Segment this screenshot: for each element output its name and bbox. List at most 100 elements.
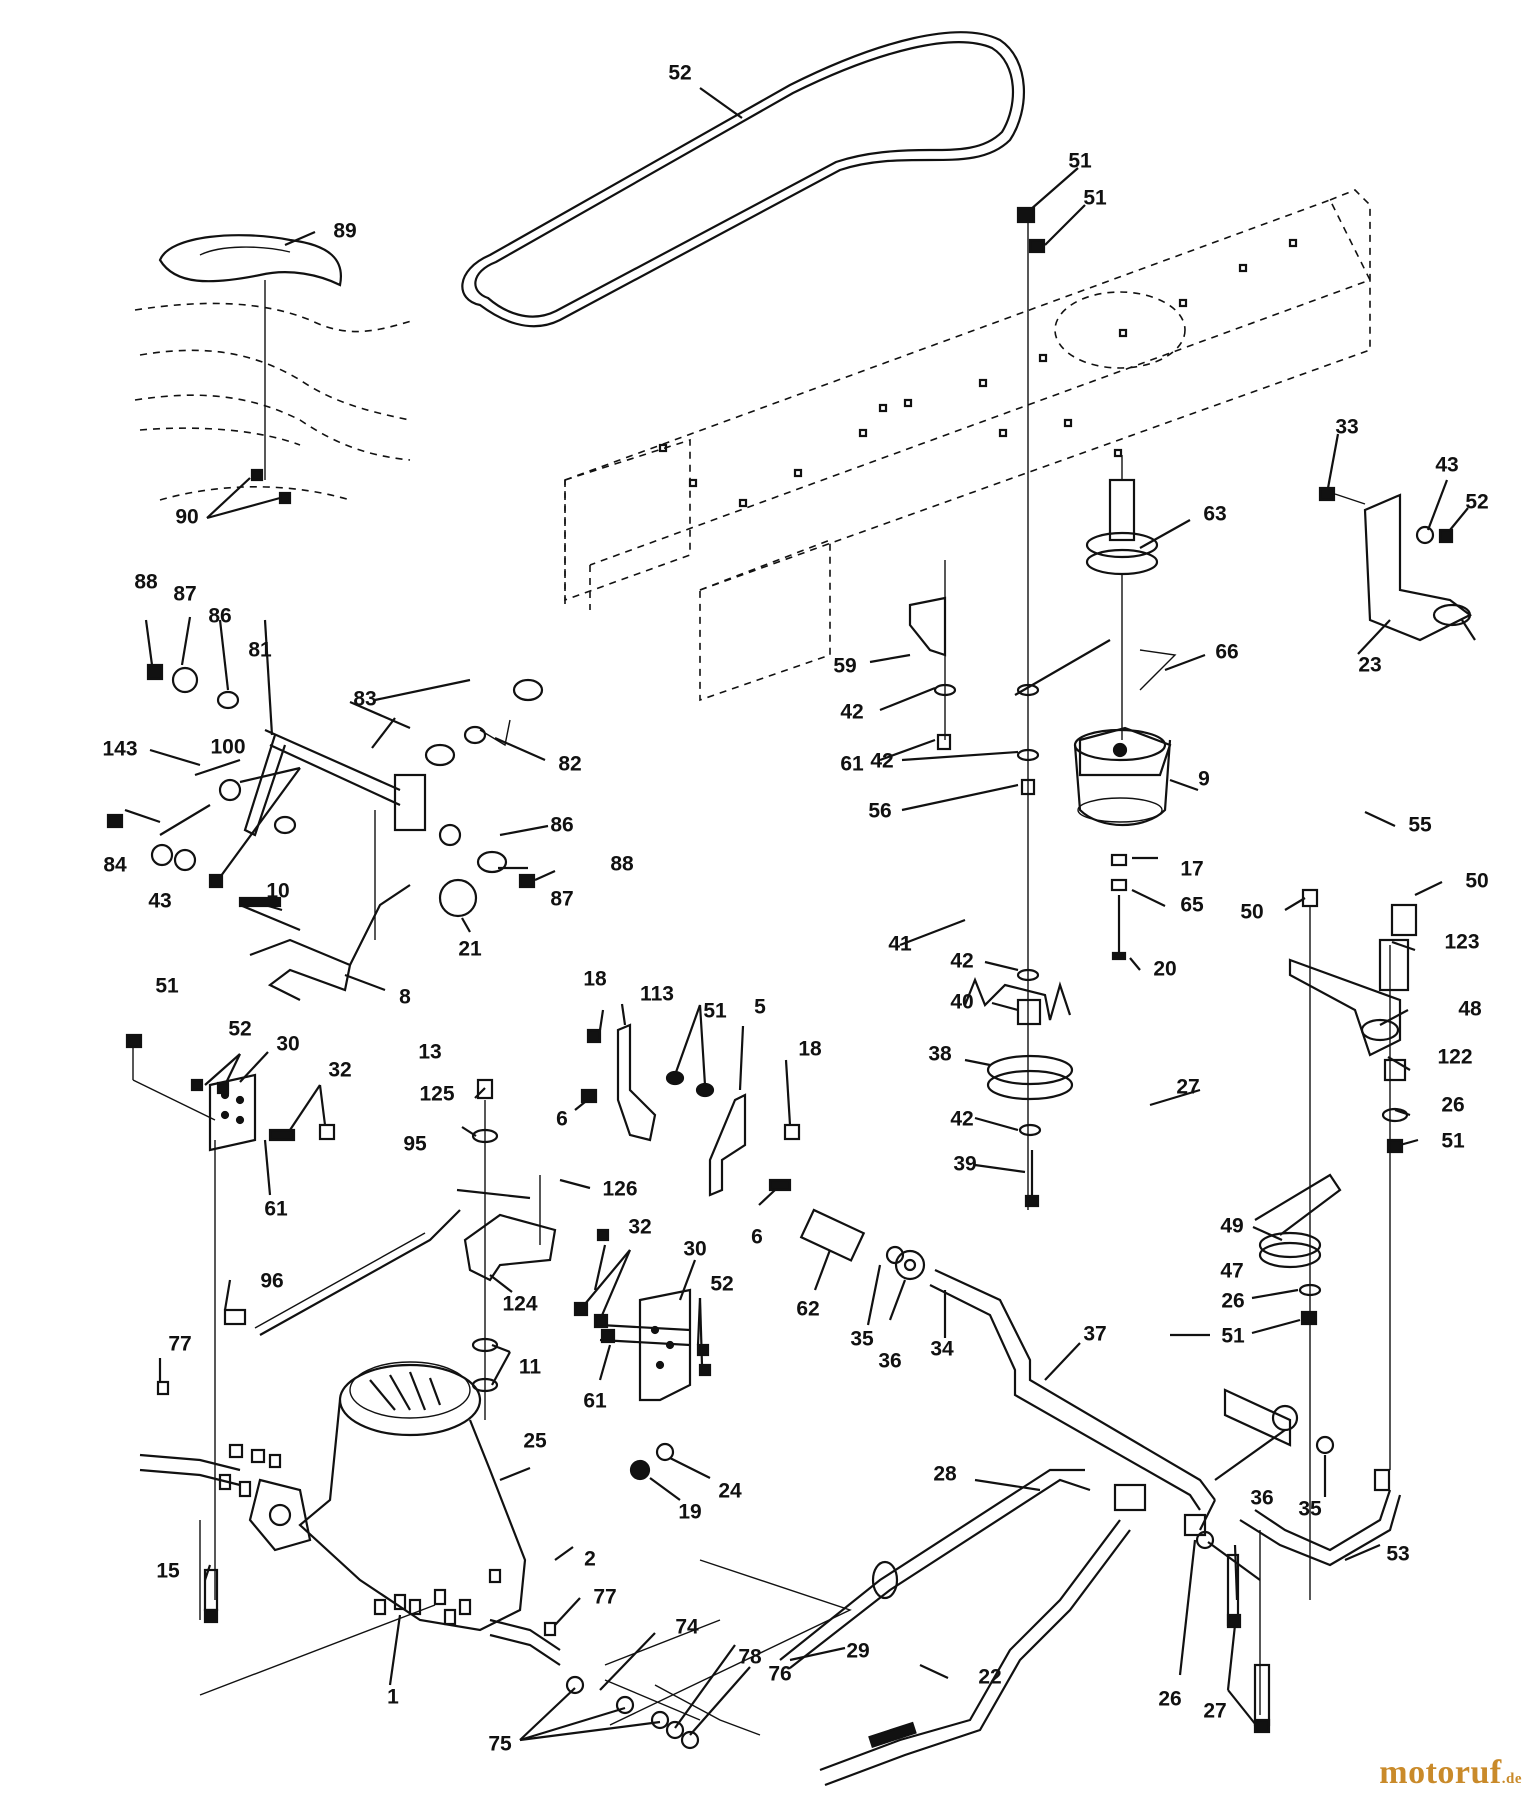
- label-51-a: 51: [1068, 150, 1092, 173]
- label-43-a: 43: [1435, 454, 1458, 477]
- label-86-a: 86: [208, 605, 231, 628]
- label-125: 143: [102, 738, 137, 761]
- label-51-b: 51: [1083, 187, 1107, 210]
- misc-brackets: [908, 560, 1177, 1021]
- label-26-a: 26: [1441, 1094, 1464, 1117]
- label-57: 52: [668, 62, 691, 85]
- label-27-a: 27: [1176, 1076, 1199, 1099]
- label-18-a: 18: [583, 968, 607, 991]
- label-42-a: 42: [840, 701, 863, 724]
- axle-bar: [799, 1208, 1402, 1567]
- label-78: 78: [738, 1646, 762, 1669]
- label-53: 53: [1386, 1543, 1409, 1566]
- label-62: 62: [796, 1298, 819, 1321]
- label-61-c: 61: [583, 1390, 607, 1413]
- label-33: 33: [1335, 416, 1358, 439]
- label-38: 38: [928, 1043, 952, 1066]
- label-34: 34: [930, 1338, 954, 1361]
- label-86-b: 86: [550, 814, 573, 837]
- label-11: 11: [519, 1356, 542, 1379]
- left-plate: [125, 1033, 336, 1600]
- label-51-c: 51: [1441, 1130, 1465, 1153]
- middle-brackets: [580, 1023, 801, 1242]
- tie-rods: [779, 1468, 1271, 1787]
- right-plate: [573, 1288, 712, 1402]
- label-123: 125: [419, 1083, 454, 1106]
- label-19: 19: [678, 1501, 701, 1524]
- label-42-d: 42: [950, 1108, 973, 1131]
- label-63: 63: [1203, 503, 1226, 526]
- label-87-a: 87: [173, 583, 196, 606]
- label-59: 59: [833, 655, 856, 678]
- label-52-c: 52: [228, 1018, 251, 1041]
- label-76: 76: [768, 1663, 791, 1686]
- label-25: 25: [523, 1430, 547, 1453]
- label-26-c: 26: [1158, 1688, 1181, 1711]
- label-49: 49: [1220, 1215, 1243, 1238]
- watermark-logo: motoruf.de: [1379, 1754, 1522, 1792]
- label-13: 13: [418, 1041, 441, 1064]
- center-bracket: [223, 1078, 557, 1420]
- label-15: 15: [156, 1560, 180, 1583]
- label-87-b: 87: [550, 888, 573, 911]
- part-labels: 52 51 51 89 90 33 43 52 63 23 66 59 42 6…: [102, 62, 1488, 1756]
- label-10: 10: [266, 880, 289, 903]
- label-6-a: 6: [556, 1108, 568, 1131]
- label-9: 9: [1198, 768, 1210, 791]
- label-35-a: 35: [850, 1328, 874, 1351]
- watermark-suffix: .de: [1501, 1771, 1522, 1787]
- label-21: 21: [458, 938, 482, 961]
- leader-lines: [124, 87, 1469, 1742]
- label-95: 95: [403, 1133, 427, 1156]
- label-56: 56: [868, 800, 891, 823]
- label-47: 47: [1220, 1260, 1243, 1283]
- label-41: 41: [888, 933, 912, 956]
- label-18-b: 18: [798, 1038, 822, 1061]
- clutch-stack: [1073, 455, 1172, 961]
- label-82: 82: [558, 753, 581, 776]
- label-113: 113: [640, 983, 674, 1006]
- label-17: 17: [1180, 858, 1203, 881]
- label-118: 122: [1437, 1046, 1472, 1069]
- seat: [134, 234, 416, 505]
- label-32-b: 32: [628, 1216, 651, 1239]
- label-96: 96: [260, 1270, 283, 1293]
- drive-belt: [461, 31, 1025, 328]
- label-42-c: 42: [950, 950, 973, 973]
- label-122: 124: [502, 1293, 537, 1316]
- label-6-b: 6: [751, 1226, 763, 1249]
- label-77-a: 77: [168, 1333, 191, 1356]
- label-2: 2: [584, 1548, 596, 1571]
- label-51-d: 51: [1221, 1325, 1245, 1348]
- label-43-b: 43: [148, 890, 171, 913]
- label-61-b: 61: [264, 1198, 288, 1221]
- label-75: 75: [488, 1733, 512, 1756]
- label-30-b: 30: [683, 1238, 706, 1261]
- label-124: 126: [602, 1178, 637, 1201]
- lift-shaft-assembly: [106, 663, 544, 1001]
- label-84: 84: [103, 854, 127, 877]
- label-36-a: 36: [878, 1350, 901, 1373]
- label-88-a: 88: [134, 571, 158, 594]
- label-8: 8: [399, 986, 411, 1009]
- label-66: 66: [1215, 641, 1238, 664]
- label-52-b: 51: [155, 975, 179, 998]
- label-26-b: 26: [1221, 1290, 1244, 1313]
- label-24: 24: [718, 1480, 742, 1503]
- label-30-a: 30: [276, 1033, 299, 1056]
- nuts-19-24: [629, 1442, 675, 1481]
- label-65: 65: [1180, 894, 1204, 917]
- label-121: 123: [1444, 931, 1479, 954]
- label-48: 48: [1458, 998, 1482, 1021]
- label-81: 81: [248, 639, 272, 662]
- label-52-a: 52: [1465, 491, 1488, 514]
- label-74: 74: [675, 1616, 699, 1639]
- label-32-a: 32: [328, 1059, 351, 1082]
- label-5: 5: [754, 996, 766, 1019]
- transaxle: [139, 1361, 852, 1750]
- label-50-b: 50: [1465, 870, 1488, 893]
- label-40: 40: [950, 991, 973, 1014]
- label-77-b: 77: [593, 1586, 616, 1609]
- label-83: 83: [353, 688, 376, 711]
